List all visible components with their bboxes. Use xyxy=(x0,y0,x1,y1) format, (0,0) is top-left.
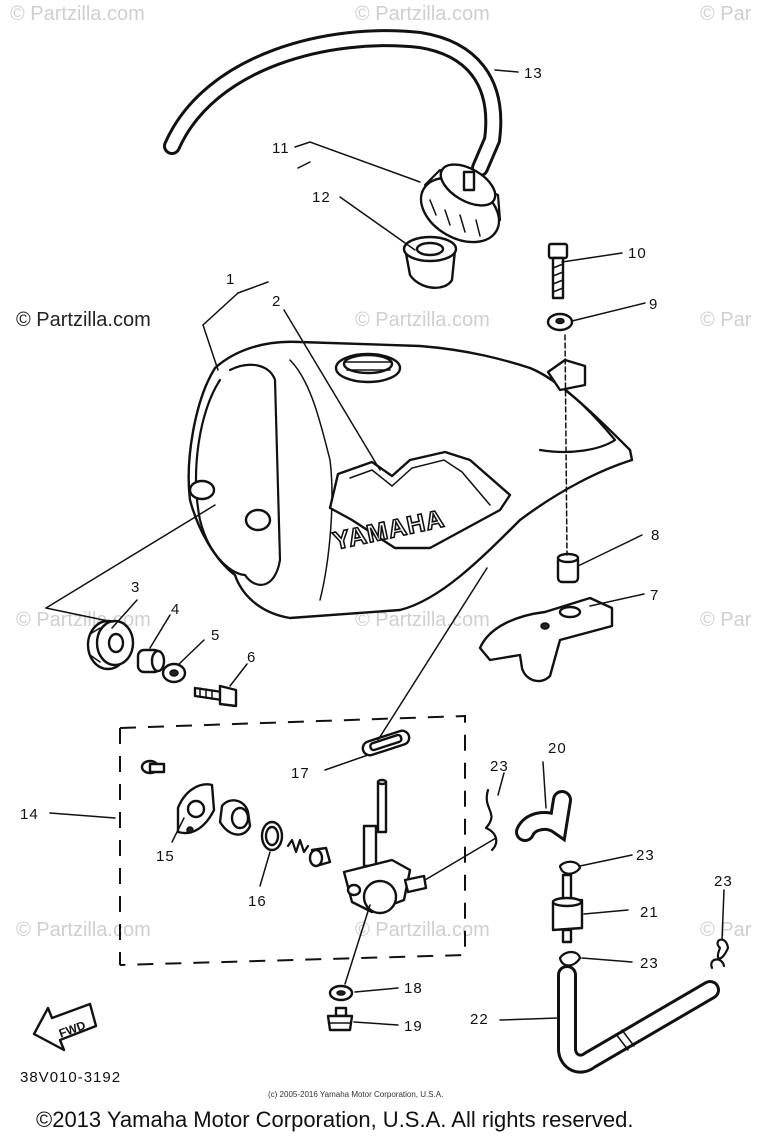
watermark-top-center: © Partzilla.com xyxy=(355,3,490,25)
callout-2: 2 xyxy=(272,293,281,310)
fuel-cock-body xyxy=(342,778,428,915)
part-3-damper xyxy=(86,619,135,671)
callout-10: 10 xyxy=(628,245,647,262)
part-16-o-ring xyxy=(260,820,284,852)
callout-17: 17 xyxy=(291,765,310,782)
part-20-hose-elbow xyxy=(515,790,572,843)
callout-9: 9 xyxy=(649,296,658,313)
callout-3: 3 xyxy=(131,579,140,596)
callout-14: 14 xyxy=(20,806,39,823)
part-9-washer xyxy=(546,312,574,332)
callout-23-d: 23 xyxy=(714,873,733,890)
part-17-gasket xyxy=(361,729,411,757)
part-23-clip-c xyxy=(558,950,582,967)
callout-11: 11 xyxy=(272,140,290,157)
callout-15: 15 xyxy=(156,848,175,865)
watermark-row3-right: © Par xyxy=(700,609,752,631)
small-copyright: (c) 2005-2016 Yamaha Motor Corporation, … xyxy=(268,1090,443,1099)
watermark-row3-left: © Partzilla.com xyxy=(16,609,151,631)
callout-23-b: 23 xyxy=(636,847,655,864)
watermark-mid-right: © Par xyxy=(700,309,752,331)
watermark-row4-left: © Partzilla.com xyxy=(16,919,151,941)
part-23-clip-d xyxy=(710,938,730,970)
watermark-row4-center: © Partzilla.com xyxy=(355,919,490,941)
valve-spring xyxy=(286,838,310,854)
watermark-row3-center: © Partzilla.com xyxy=(355,609,490,631)
valve-plunger xyxy=(308,846,332,868)
callout-13: 13 xyxy=(524,65,543,82)
callout-4: 4 xyxy=(171,601,180,618)
watermark-mid-left: © Partzilla.com xyxy=(16,309,151,331)
callout-18: 18 xyxy=(404,980,423,997)
callout-8: 8 xyxy=(651,527,660,544)
part-6-bolt xyxy=(193,684,238,708)
part-8-collar xyxy=(556,552,580,584)
callout-22: 22 xyxy=(470,1011,489,1028)
watermark-mid-center: © Partzilla.com xyxy=(355,309,490,331)
part-5-washer xyxy=(161,662,187,684)
watermark-top-left: © Partzilla.com xyxy=(10,3,145,25)
part-7-bracket xyxy=(478,596,614,683)
part-12-cap-seal xyxy=(402,235,458,289)
callout-19: 19 xyxy=(404,1018,423,1035)
valve-lever xyxy=(218,799,252,836)
part-21-fuel-filter xyxy=(551,873,584,944)
part-2-tank-decal: YAMAHA xyxy=(328,450,512,556)
drawing-code: 38V010-3192 xyxy=(20,1069,121,1086)
callout-7: 7 xyxy=(650,587,659,604)
part-11-fuel-cap xyxy=(419,163,502,244)
footer-copyright: ©2013 Yamaha Motor Corporation, U.S.A. A… xyxy=(36,1107,633,1132)
part-10-bolt xyxy=(547,242,569,300)
callout-21: 21 xyxy=(640,904,659,921)
callout-12: 12 xyxy=(312,189,331,206)
part-22-fuel-hose xyxy=(557,965,720,1074)
callout-23-c: 23 xyxy=(640,955,659,972)
part-13-breather-hose xyxy=(163,29,503,177)
fwd-arrow-icon: FWD xyxy=(32,1002,98,1052)
leader-lines xyxy=(45,69,725,1026)
part-23-clip-a xyxy=(484,788,498,852)
part-4-collar xyxy=(136,648,166,674)
part-15-plate xyxy=(140,759,216,835)
callout-23-a: 23 xyxy=(490,758,509,775)
callout-20: 20 xyxy=(548,740,567,757)
part-23-clip-b xyxy=(558,860,582,875)
callout-6: 6 xyxy=(247,649,256,666)
callout-5: 5 xyxy=(211,627,220,644)
callout-1: 1 xyxy=(226,271,235,288)
part-18-gasket xyxy=(328,984,354,1002)
part-19-drain-bolt xyxy=(326,1006,354,1032)
watermark-row4-right: © Par xyxy=(700,919,752,941)
watermark-top-right: © Par xyxy=(700,3,752,25)
fuel-cock-assembly-box xyxy=(119,714,466,966)
callout-16: 16 xyxy=(248,893,267,910)
callout-labels: 13 11 12 10 9 1 2 3 4 5 6 7 8 17 14 15 1… xyxy=(20,65,733,1035)
